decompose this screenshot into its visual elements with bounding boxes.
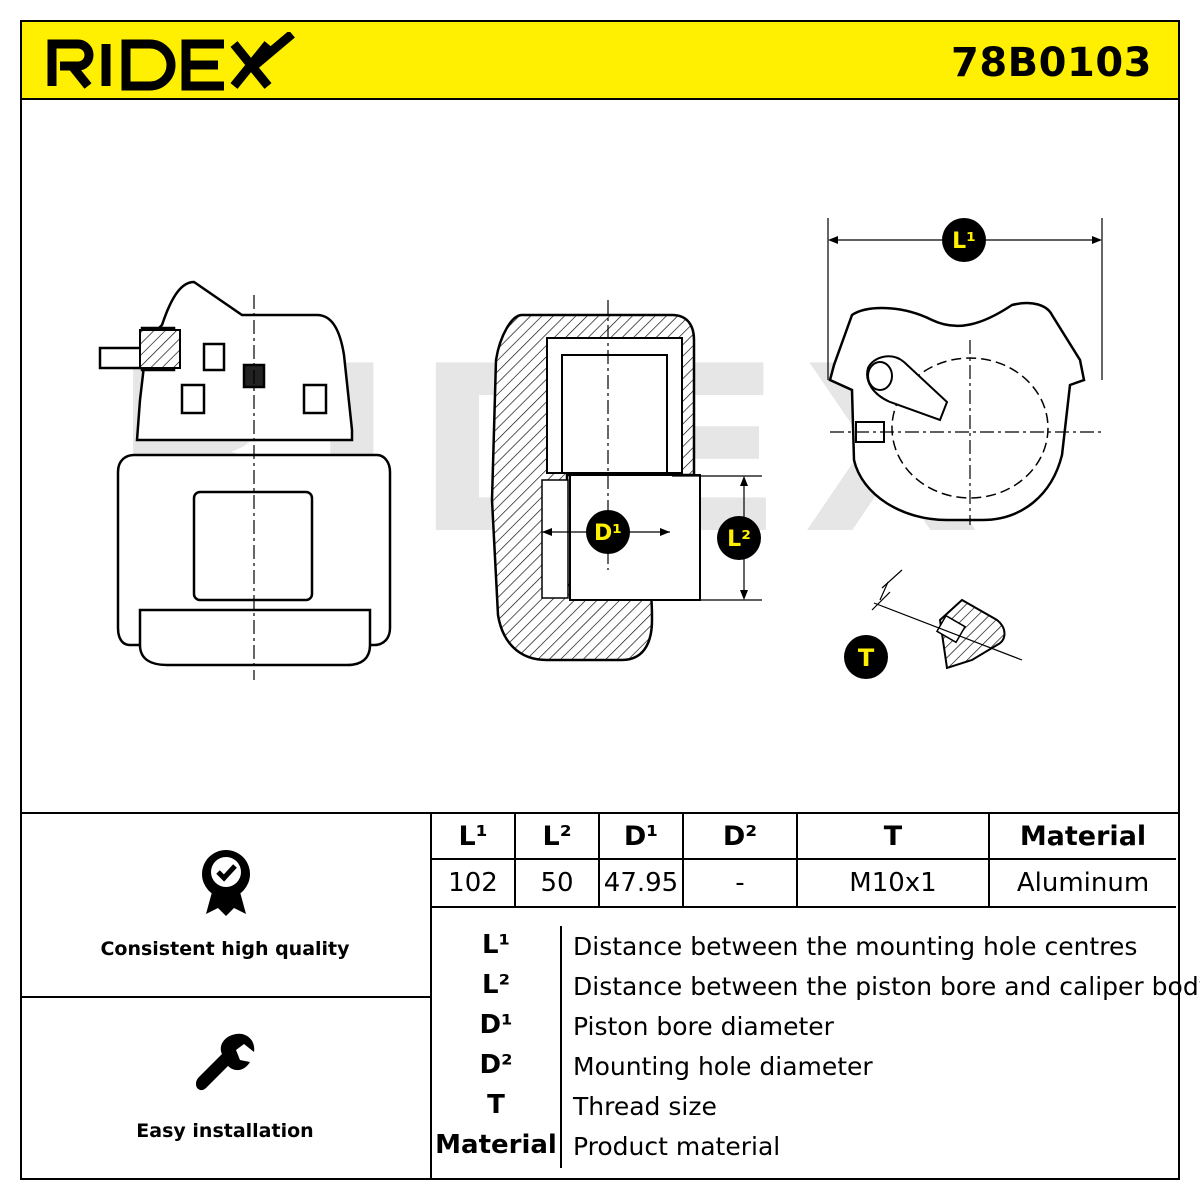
- brand-logo: [47, 32, 295, 91]
- spec-header-l2: L²: [514, 814, 600, 860]
- legend-row: D¹ Piston bore diameter: [432, 1006, 1180, 1046]
- caliper-section-view: [490, 313, 701, 662]
- caliper-side-view: [828, 301, 1086, 522]
- spec-header-row: L¹ L² D¹ D² T Material: [432, 814, 1176, 860]
- spec-value-material: Aluminum: [988, 858, 1176, 908]
- feature-installation-label: Easy installation: [136, 1120, 314, 1142]
- svg-text:T: T: [858, 644, 875, 672]
- spec-header-d2: D²: [682, 814, 798, 860]
- legend-key: D¹: [479, 1010, 513, 1040]
- quality-badge-icon: [202, 850, 250, 916]
- callout-l2: L²: [717, 516, 761, 560]
- legend-separator: [560, 926, 562, 1168]
- legend-desc: Distance between the piston bore and cal…: [573, 972, 1200, 1001]
- legend-row: L² Distance between the piston bore and …: [432, 966, 1200, 1006]
- legend-desc: Distance between the mounting hole centr…: [573, 932, 1138, 961]
- legend-row: Material Product material: [432, 1126, 1180, 1166]
- part-number: 78B0103: [951, 40, 1152, 86]
- legend-desc: Piston bore diameter: [573, 1012, 834, 1041]
- section-divider: [20, 812, 1180, 814]
- spec-header-material: Material: [988, 814, 1176, 860]
- legend-desc: Thread size: [573, 1092, 717, 1121]
- callout-t: T: [844, 635, 888, 679]
- spec-value-row: 102 50 47.95 - M10x1 Aluminum: [432, 858, 1176, 908]
- svg-text:L²: L²: [727, 527, 751, 552]
- spec-header-d1: D¹: [598, 814, 684, 860]
- technical-drawing: RIDEX: [98, 218, 1103, 680]
- spec-value-t: M10x1: [796, 858, 990, 908]
- spec-table: L¹ L² D¹ D² T Material 102 50 47.95 - M1…: [432, 814, 1176, 908]
- spec-header-t: T: [796, 814, 990, 860]
- wrench-icon: [196, 1033, 255, 1091]
- legend-key: L¹: [482, 930, 510, 960]
- legend-desc: Mounting hole diameter: [573, 1052, 873, 1081]
- legend-desc: Product material: [573, 1132, 781, 1161]
- spec-value-l2: 50: [514, 858, 600, 908]
- spec-value-d2: -: [682, 858, 798, 908]
- spec-value-d1: 47.95: [598, 858, 684, 908]
- svg-text:D¹: D¹: [594, 521, 622, 546]
- feature-installation: Easy installation: [20, 998, 430, 1180]
- features-divider: [20, 996, 430, 998]
- legend-key: T: [487, 1090, 505, 1120]
- legend-key: L²: [482, 970, 510, 1000]
- thread-detail-view: [935, 598, 1006, 670]
- legend-row: L¹ Distance between the mounting hole ce…: [432, 926, 1180, 966]
- header-bar: 78B0103: [20, 20, 1180, 100]
- callout-l1: L¹: [942, 218, 986, 262]
- legend-row: D² Mounting hole diameter: [432, 1046, 1180, 1086]
- legend-key: D²: [479, 1050, 513, 1080]
- callout-d1: D¹: [586, 510, 630, 554]
- features-panel: Consistent high quality Easy installatio…: [20, 814, 430, 1180]
- svg-text:L¹: L¹: [952, 229, 976, 254]
- feature-quality: Consistent high quality: [20, 814, 430, 996]
- spec-value-l1: 102: [432, 858, 516, 908]
- spec-header-l1: L¹: [432, 814, 516, 860]
- legend: L¹ Distance between the mounting hole ce…: [432, 912, 1200, 1180]
- legend-row: T Thread size: [432, 1086, 1180, 1126]
- legend-key: Material: [435, 1130, 557, 1160]
- feature-quality-label: Consistent high quality: [100, 938, 350, 960]
- vertical-divider: [430, 814, 432, 1180]
